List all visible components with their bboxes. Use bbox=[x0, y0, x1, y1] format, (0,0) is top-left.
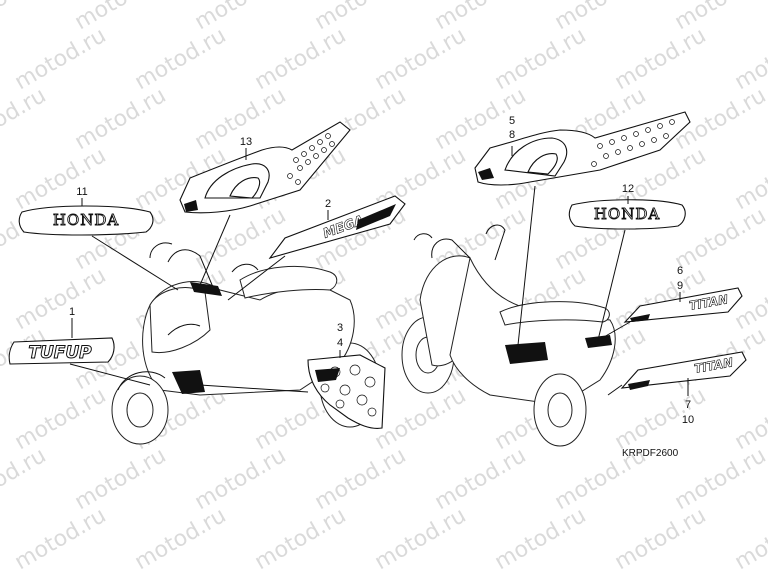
callout-5: 5 bbox=[509, 115, 515, 127]
part-1-tufup-decal: TUFUP bbox=[8, 337, 115, 365]
watermark-text: motod.ru bbox=[731, 143, 768, 215]
honda-text-left: HONDA bbox=[53, 211, 119, 229]
watermark-text: motod.ru bbox=[251, 23, 351, 95]
watermark-text: motod.ru bbox=[11, 503, 111, 575]
watermark-text: motod.ru bbox=[491, 503, 591, 575]
watermark-text: motod.ru bbox=[371, 503, 471, 575]
watermark-text: motod.ru bbox=[11, 383, 111, 455]
watermark-text: motod.ru bbox=[191, 203, 291, 275]
watermark-text: motod.ru bbox=[311, 443, 411, 515]
watermark-text: motod.ru bbox=[611, 503, 711, 575]
watermark-text: motod.ru bbox=[671, 443, 768, 515]
watermark-text: motod.ru bbox=[131, 23, 231, 95]
callout-3: 3 bbox=[337, 322, 343, 334]
watermark-text: motod.ru bbox=[11, 143, 111, 215]
watermark-text: motod.ru bbox=[431, 443, 531, 515]
callouts: 11 13 2 1 3 4 5 8 12 6 9 7 10 bbox=[69, 115, 694, 426]
callout-2: 2 bbox=[325, 198, 331, 210]
callout-13: 13 bbox=[240, 136, 252, 148]
watermark-text: motod.ru bbox=[251, 503, 351, 575]
part-11-honda-decal: HONDA bbox=[18, 205, 154, 236]
watermark-text: motod.ru bbox=[131, 503, 231, 575]
watermark-text: motod.ru bbox=[371, 23, 471, 95]
watermark-text: motod.ru bbox=[0, 443, 50, 515]
part-12-honda-decal: HONDA bbox=[568, 199, 686, 230]
part-3-4-decal bbox=[307, 354, 386, 429]
watermark-text: motod.ru bbox=[11, 23, 111, 95]
watermark-text: motod.ru bbox=[611, 383, 711, 455]
watermark-text: motod.ru bbox=[71, 443, 171, 515]
watermark-text: motod.ru bbox=[71, 83, 171, 155]
callout-11: 11 bbox=[76, 186, 87, 198]
part-6-9-decal: TITAN bbox=[623, 287, 743, 323]
callout-10: 10 bbox=[682, 414, 694, 426]
watermark-text: motod.ru bbox=[731, 383, 768, 455]
watermark-text: motod.ru bbox=[11, 263, 111, 335]
callout-1: 1 bbox=[69, 306, 75, 318]
callout-9: 9 bbox=[677, 280, 683, 292]
watermark-text: motod.ru bbox=[0, 0, 50, 35]
callout-12: 12 bbox=[622, 183, 634, 195]
right-scooter bbox=[401, 224, 616, 447]
honda-text-right: HONDA bbox=[594, 205, 660, 223]
callout-6: 6 bbox=[677, 265, 683, 277]
callout-8: 8 bbox=[509, 129, 515, 141]
callout-4: 4 bbox=[337, 337, 343, 349]
tufup-text: TUFUP bbox=[28, 343, 92, 363]
diagram-code: KRPDF2600 bbox=[622, 448, 679, 459]
watermark-text: motod.ru bbox=[611, 23, 711, 95]
watermark-text: motod.ru bbox=[491, 23, 591, 95]
watermark-text: motod.ru bbox=[731, 23, 768, 95]
watermark-text: motod.ru bbox=[371, 383, 471, 455]
part-7-10-decal: TITAN bbox=[620, 351, 747, 390]
callout-7: 7 bbox=[685, 399, 691, 411]
part-5-8-decal bbox=[474, 111, 691, 186]
watermark-text: motod.ru bbox=[731, 503, 768, 575]
watermark-text: motod.ru bbox=[191, 443, 291, 515]
watermark-text: motod.ru bbox=[0, 83, 50, 155]
part-13-decal bbox=[179, 121, 351, 214]
leader-lines bbox=[69, 146, 689, 396]
